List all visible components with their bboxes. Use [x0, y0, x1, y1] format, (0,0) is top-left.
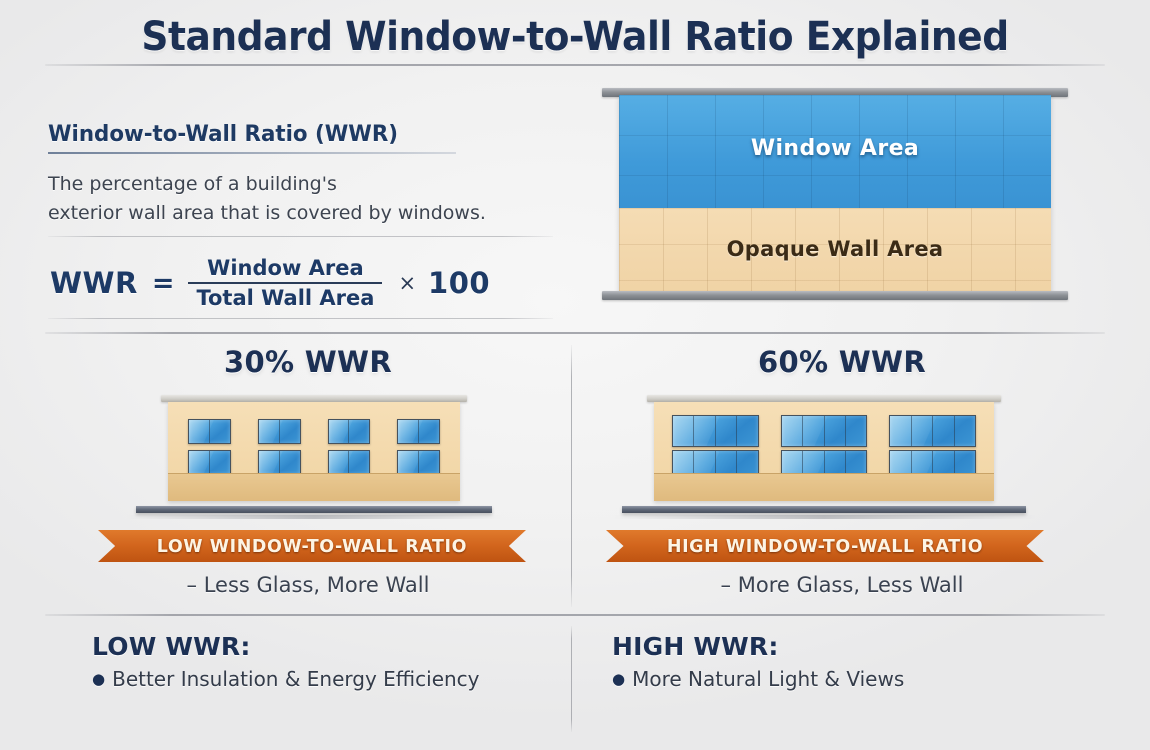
window-mullions: [782, 416, 867, 446]
building-low-wwr: [126, 395, 502, 519]
diagram-top-frame: [602, 88, 1068, 97]
window: [672, 415, 759, 447]
wwr-area-diagram: Window Area Opaque Wall Area: [602, 88, 1068, 306]
ribbon-high-wwr: HIGH WINDOW-TO-WALL RATIO: [606, 530, 1044, 562]
definition-divider: [48, 236, 553, 237]
building-high-wwr: [612, 395, 1036, 519]
formula-multiplier: 100: [428, 266, 491, 301]
ribbon-low-label: LOW WINDOW-TO-WALL RATIO: [156, 535, 468, 557]
window-mullions: [398, 420, 439, 443]
ribbon-high-label: HIGH WINDOW-TO-WALL RATIO: [666, 535, 984, 557]
window-mullions: [329, 451, 370, 474]
panel-high-title: 60% WWR: [758, 345, 926, 379]
window: [780, 415, 868, 447]
summary-low-title: LOW WWR:: [92, 632, 251, 661]
building-roof: [647, 395, 1001, 402]
window: [889, 415, 977, 447]
summary-high-item: ● More Natural Light & Views: [612, 667, 904, 691]
formula-times-sign: ×: [398, 271, 417, 296]
diagram-bottom-frame: [602, 291, 1068, 300]
building-ground-shadow: [126, 515, 502, 519]
summary-low-wwr: LOW WWR: ● Better Insulation & Energy Ef…: [92, 632, 480, 691]
formula-fraction: Window Area Total Wall Area: [188, 256, 383, 311]
wwr-formula: WWR = Window Area Total Wall Area × 100: [50, 256, 490, 310]
bottom-column-divider: [571, 626, 572, 732]
window-mullions: [329, 420, 370, 443]
window: [188, 419, 231, 444]
window: [257, 450, 301, 475]
panel-low-title: 30% WWR: [224, 345, 392, 379]
summary-high-wwr: HIGH WWR: ● More Natural Light & Views: [612, 632, 904, 691]
definition-line-1: The percentage of a building's: [48, 173, 337, 195]
building-ground-line: [136, 506, 492, 513]
window-mullions: [673, 416, 758, 446]
building-facade: [654, 402, 994, 501]
diagram-wall-label: Opaque Wall Area: [726, 237, 944, 262]
window-row-2: [168, 450, 460, 475]
summary-high-title: HIGH WWR:: [612, 632, 779, 661]
window-row-1: [654, 415, 994, 447]
definition-heading: Window-to-Wall Ratio (WWR): [48, 122, 399, 147]
title-divider: [45, 64, 1105, 66]
window: [397, 419, 440, 444]
window-mullions: [259, 451, 300, 474]
building-roof: [161, 395, 467, 402]
window-mullions: [189, 451, 230, 474]
summary-low-item: ● Better Insulation & Energy Efficiency: [92, 667, 480, 691]
panel-low-wwr: 30% WWR L: [58, 345, 558, 607]
diagram-opaque-wall-area: Opaque Wall Area: [619, 208, 1051, 294]
window: [327, 419, 371, 444]
bottom-section-divider: [45, 614, 1105, 616]
window-row-1: [168, 419, 460, 444]
window-mullions: [189, 420, 230, 443]
summary-high-item-label: More Natural Light & Views: [632, 667, 905, 691]
window: [397, 450, 440, 475]
formula-numerator: Window Area: [207, 256, 364, 280]
panel-high-subtitle: – More Glass, Less Wall: [720, 573, 964, 597]
window-mullions: [259, 420, 300, 443]
window-mullions: [782, 451, 867, 481]
definition-text: The percentage of a building's exterior …: [48, 170, 568, 228]
definition-heading-underline: [48, 152, 456, 154]
diagram-window-label: Window Area: [750, 136, 920, 162]
building-ground-shadow: [612, 515, 1036, 519]
middle-column-divider: [571, 345, 572, 607]
building-base-band: [168, 473, 460, 501]
summary-low-item-label: Better Insulation & Energy Efficiency: [112, 667, 480, 691]
window: [327, 450, 371, 475]
bullet-icon: ●: [612, 670, 626, 688]
building-base-band: [654, 473, 994, 501]
panel-low-subtitle: – Less Glass, More Wall: [186, 573, 430, 597]
diagram-body: Window Area Opaque Wall Area: [619, 95, 1051, 294]
ribbon-low-wwr: LOW WINDOW-TO-WALL RATIO: [98, 530, 526, 562]
formula-fraction-bar: [188, 282, 383, 285]
window-mullions: [890, 416, 975, 446]
window-mullions: [890, 451, 975, 481]
middle-section-divider: [45, 332, 1105, 334]
definition-line-2: exterior wall area that is covered by wi…: [48, 202, 486, 224]
panel-high-wwr: 60% WWR HIGH WINDOW-TO-WALL RAT: [592, 345, 1092, 607]
formula-lhs: WWR: [50, 266, 138, 301]
formula-divider: [48, 318, 553, 319]
building-facade: [168, 402, 460, 501]
formula-denominator: Total Wall Area: [196, 286, 375, 311]
window-mullions: [673, 451, 758, 481]
bullet-icon: ●: [92, 670, 106, 688]
window: [188, 450, 231, 475]
diagram-window-area: Window Area: [619, 95, 1051, 211]
building-ground-line: [622, 506, 1026, 513]
window: [257, 419, 301, 444]
window-mullions: [398, 451, 439, 474]
page-title: Standard Window-to-Wall Ratio Explained: [141, 14, 1009, 60]
formula-equals: =: [151, 267, 175, 299]
